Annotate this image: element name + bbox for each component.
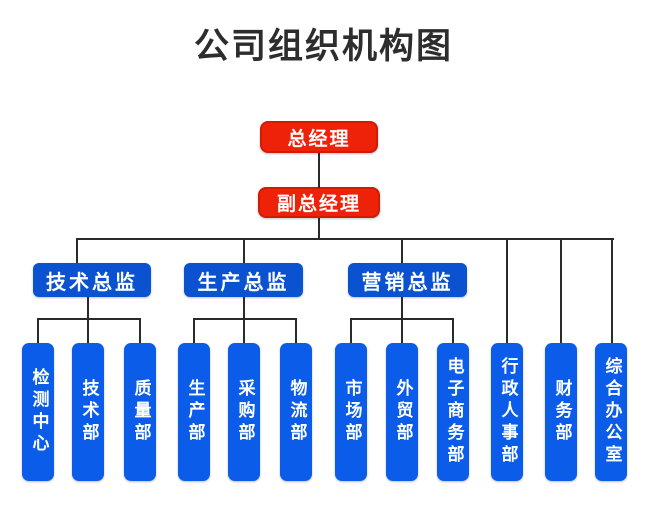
node-label: 财务部 [551,379,572,445]
node-production-director: 生产总监 [184,263,303,297]
node-label: 副总经理 [276,193,361,215]
node-logistics-dept: 物流部 [280,343,312,481]
node-label: 行政人事部 [497,357,518,467]
connector-line [37,318,141,320]
node-label: 质量部 [130,379,151,445]
connector-line [87,318,89,343]
node-market-dept: 市场部 [335,343,367,481]
connector-line [243,238,245,263]
node-label: 技术总监 [46,269,138,294]
node-general-manager: 总经理 [260,121,378,153]
node-label: 市场部 [341,379,362,445]
node-label: 外贸部 [392,379,413,445]
node-tech-director: 技术总监 [33,263,151,297]
connector-line [401,238,403,263]
node-admin-hr-dept: 行政人事部 [491,343,523,481]
node-label: 总经理 [287,127,351,150]
node-label: 采购部 [234,379,255,445]
connector-line [139,318,141,343]
node-foreign-trade-dept: 外贸部 [386,343,418,481]
node-label: 物流部 [286,379,307,445]
connector-line [452,318,454,343]
connector-line [350,318,352,343]
node-ecommerce-dept: 电子商务部 [437,343,469,481]
connector-line [76,238,78,263]
connector-line [77,238,614,240]
node-label: 检测中心 [28,368,49,456]
connector-line [318,153,320,188]
node-production-dept: 生产部 [178,343,210,481]
node-general-office: 综合办公室 [595,343,627,481]
connector-line [318,218,320,240]
connector-line [560,238,562,343]
node-label: 生产总监 [197,269,290,294]
connector-line [193,318,297,320]
connector-line [295,318,297,343]
connector-line [401,297,403,318]
node-label: 综合办公室 [601,357,622,467]
connector-line [37,318,39,343]
connector-line [243,297,245,318]
connector-line [506,238,508,343]
node-label: 技术部 [78,379,99,445]
node-finance-dept: 财务部 [545,343,577,481]
page-title: 公司组织机构图 [193,27,453,67]
node-label: 生产部 [184,379,205,445]
connector-line [401,318,403,343]
node-deputy-general-manager: 副总经理 [258,187,380,218]
connector-line [243,318,245,343]
node-quality-dept: 质量部 [124,343,156,481]
node-purchasing-dept: 采购部 [228,343,260,481]
connector-line [193,318,195,343]
connector-line [611,238,613,343]
node-label: 电子商务部 [443,357,464,467]
node-label: 营销总监 [361,269,454,294]
connector-line [87,297,89,318]
node-technology-dept: 技术部 [72,343,104,481]
node-marketing-director: 营销总监 [348,263,467,297]
node-testing-center: 检测中心 [22,343,54,481]
